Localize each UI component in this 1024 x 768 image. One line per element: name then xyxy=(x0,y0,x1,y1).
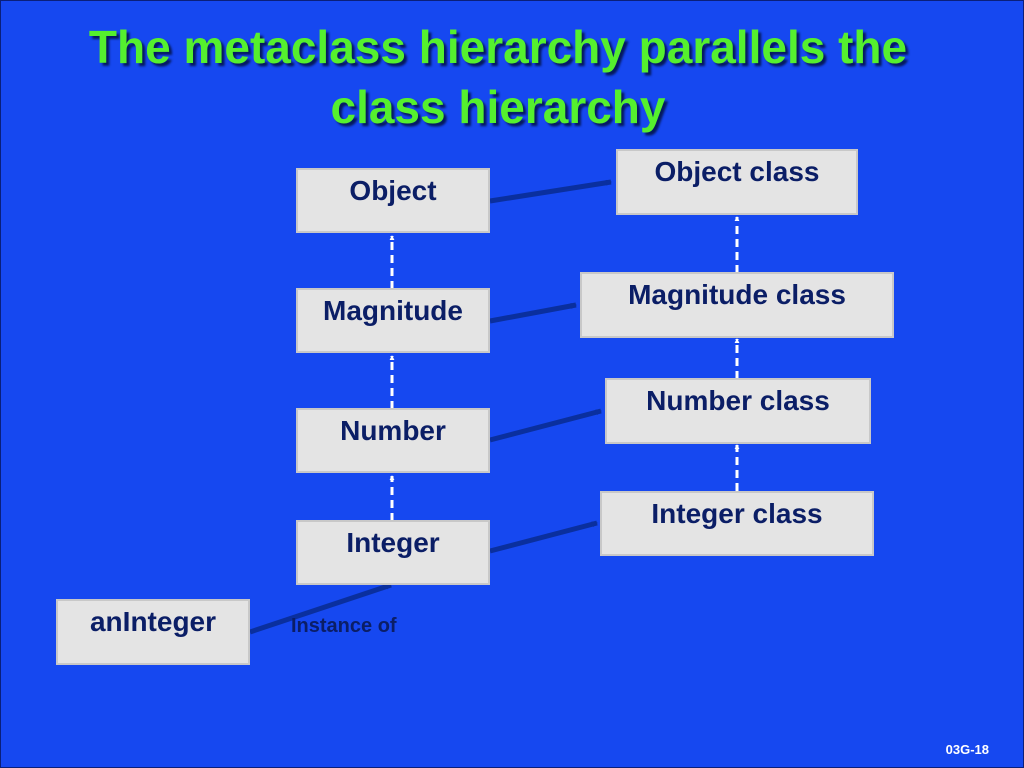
slide-title-line-1: The metaclass hierarchy parallels the xyxy=(88,21,908,73)
node-object-class: Object class xyxy=(616,149,858,215)
node-number: Number xyxy=(296,408,490,473)
arrow-number-to-number-class xyxy=(489,408,602,443)
arrow-object-to-object-class xyxy=(489,179,612,204)
node-magnitude-class: Magnitude class xyxy=(580,272,894,338)
slide-title-line-2: class hierarchy xyxy=(330,81,666,133)
node-object: Object xyxy=(296,168,490,233)
node-integer-class: Integer class xyxy=(600,491,874,556)
instance-of-arrows xyxy=(249,179,612,635)
arrow-integer-to-integer-class xyxy=(489,520,598,554)
arrow-aninteger-to-integer xyxy=(249,582,392,635)
slide-number: 03G-18 xyxy=(945,742,989,757)
node-integer: Integer xyxy=(296,520,490,585)
slide-title: The metaclass hierarchy parallels the cl… xyxy=(1,17,995,137)
node-number-class: Number class xyxy=(605,378,871,444)
node-aninteger: anInteger xyxy=(56,599,250,665)
instance-of-label: Instance of xyxy=(291,615,397,637)
arrow-magnitude-to-magnitude-class xyxy=(489,302,577,324)
node-magnitude: Magnitude xyxy=(296,288,490,353)
